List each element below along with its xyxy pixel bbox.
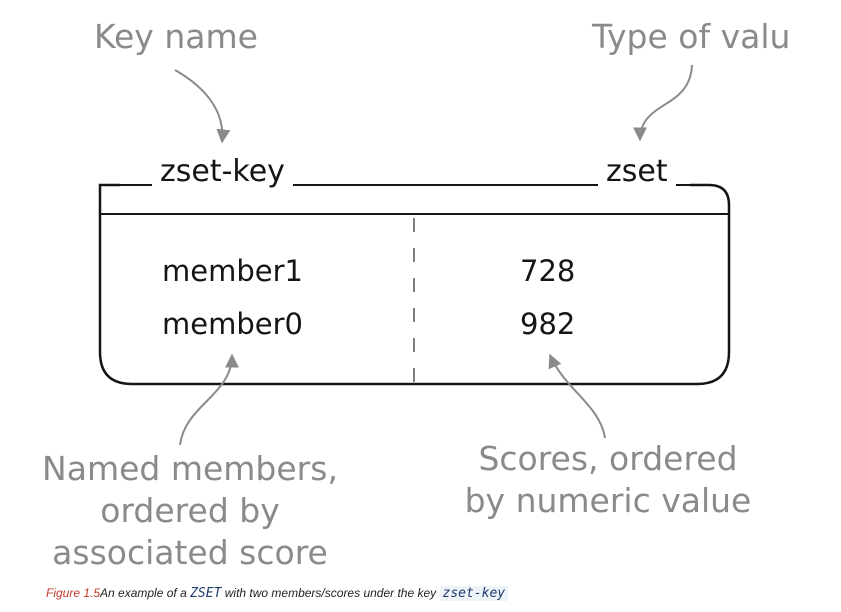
figure-label: Figure 1.5 xyxy=(46,586,101,600)
members-annotation: Named members, ordered by associated sco… xyxy=(40,448,340,574)
members-annotation-line: Named members, xyxy=(42,449,338,488)
key-name-annotation: Key name xyxy=(94,17,258,56)
caption-text: An example of a xyxy=(100,586,191,600)
scores-annotation-line: Scores, ordered xyxy=(478,439,738,478)
caption-code-key: zset-key xyxy=(439,586,509,601)
scores-annotation-line: by numeric value xyxy=(464,481,752,520)
members-annotation-line: ordered by xyxy=(100,491,280,530)
scores-annotation: Scores, ordered by numeric value xyxy=(458,438,758,522)
type-of-value-annotation: Type of valu xyxy=(592,17,791,56)
type-of-value-arrow xyxy=(633,64,693,142)
score-cell: 982 xyxy=(520,307,576,341)
members-annotation-line: associated score xyxy=(52,533,328,572)
member-cell: member0 xyxy=(162,307,303,341)
zset-box-outline xyxy=(98,183,731,386)
value-type-label: zset xyxy=(598,154,676,190)
scores-arrow xyxy=(548,353,606,439)
caption-text: with two members/scores under the key xyxy=(221,586,440,600)
key-name-label: zset-key xyxy=(152,154,293,190)
key-name-arrow xyxy=(174,69,231,144)
caption-code-zset: ZSET xyxy=(190,586,222,601)
score-cell: 728 xyxy=(520,254,576,288)
figure-caption: Figure 1.5An example of a ZSET with two … xyxy=(46,584,509,603)
member-cell: member1 xyxy=(162,254,303,288)
members-arrow xyxy=(179,353,239,446)
